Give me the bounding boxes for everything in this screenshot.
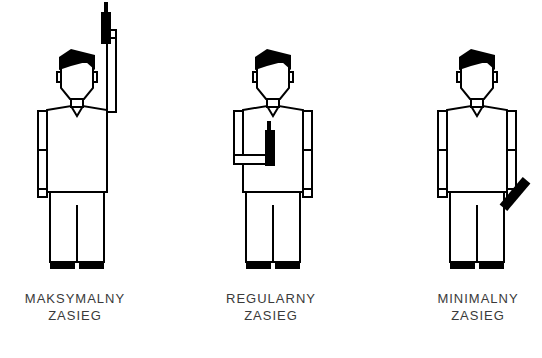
radio [500,177,531,211]
person-max [38,2,116,269]
range-label: MAKSYMALNY ZASIEG [13,290,137,324]
range-label: MINIMALNY ZASIEG [416,290,540,324]
range-label: REGULARNY ZASIEG [209,290,333,324]
radio [101,12,111,44]
radio [265,130,275,166]
person-min [438,49,530,269]
person-regular [234,49,312,269]
